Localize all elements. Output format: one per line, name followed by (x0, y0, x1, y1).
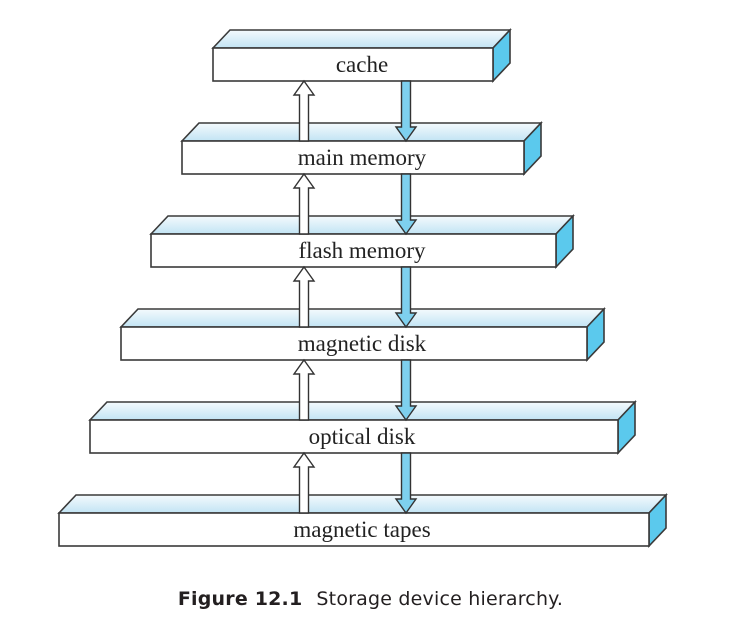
level-label: flash memory (298, 238, 426, 263)
up-arrow (292, 451, 316, 514)
level-label: cache (336, 52, 388, 77)
box-top-face (180, 122, 543, 142)
box-front-face (212, 47, 494, 82)
gap-arrows-magnetic-disk-optical-disk (292, 358, 418, 422)
down-arrow (394, 80, 418, 143)
gap-arrows-flash-memory-magnetic-disk (292, 265, 418, 329)
level-label: magnetic tapes (293, 517, 430, 542)
gap-arrows-cache-main-memory (292, 79, 418, 143)
up-arrow (292, 79, 316, 142)
level-label: magnetic disk (298, 331, 427, 356)
gap-arrows-optical-disk-magnetic-tapes (292, 451, 418, 515)
down-arrow (394, 452, 418, 515)
level-flash-memory: flash memory (149, 213, 575, 270)
box-front-face (181, 140, 525, 175)
box-top-face (211, 29, 512, 49)
box-top-face (149, 215, 575, 235)
up-arrow (292, 265, 316, 328)
box-front-face (89, 419, 619, 454)
box-top-face (119, 308, 606, 328)
storage-hierarchy-diagram: cache main memory flash memory magnetic … (57, 27, 668, 549)
level-cache: cache (211, 27, 512, 84)
level-magnetic-tapes: magnetic tapes (57, 492, 668, 549)
up-arrow (292, 358, 316, 421)
up-arrow (292, 172, 316, 235)
down-arrow (394, 359, 418, 422)
box-front-face (58, 512, 650, 547)
level-magnetic-disk: magnetic disk (119, 306, 606, 363)
down-arrow (394, 173, 418, 236)
box-front-face (150, 233, 557, 268)
down-arrow (394, 266, 418, 329)
figure-caption-number: Figure 12.1 (177, 588, 303, 610)
level-label: main memory (298, 145, 427, 170)
figure-caption: Figure 12.1 Storage device hierarchy. (0, 588, 741, 610)
box-front-face (120, 326, 588, 361)
level-main-memory: main memory (180, 120, 543, 177)
gap-arrows-main-memory-flash-memory (292, 172, 418, 236)
figure-caption-text: Storage device hierarchy. (316, 588, 564, 610)
level-label: optical disk (309, 424, 416, 449)
level-optical-disk: optical disk (88, 399, 637, 456)
box-top-face (57, 494, 668, 514)
box-top-face (88, 401, 637, 421)
